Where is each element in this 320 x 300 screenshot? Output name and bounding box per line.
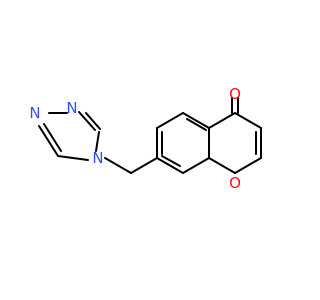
- carbonyl-oxygen-label: O: [229, 85, 241, 103]
- triazole-n4-label: N: [92, 149, 103, 167]
- bond: [161, 155, 181, 167]
- bond: [234, 157, 262, 174]
- bond: [104, 157, 132, 174]
- molecule-structure: O O N N N: [29, 85, 262, 192]
- triazole-n2-atom: N: [29, 104, 40, 122]
- bond: [78, 111, 96, 131]
- triazole-n2-label: N: [29, 104, 40, 122]
- bond: [186, 118, 207, 131]
- triazole-n1-atom: N: [66, 99, 77, 117]
- bond: [38, 125, 59, 157]
- bond: [208, 112, 236, 129]
- bond: [85, 112, 101, 130]
- carbonyl-oxygen-atom: O: [229, 85, 241, 103]
- bond: [156, 157, 184, 174]
- bonds: [38, 97, 262, 174]
- bond: [182, 157, 210, 174]
- bond: [208, 157, 236, 174]
- ring-oxygen-atom: O: [229, 174, 241, 192]
- triazole-n1-label: N: [66, 99, 77, 117]
- atom-labels: O O N N N: [29, 85, 241, 192]
- bond: [57, 155, 89, 161]
- bond: [130, 157, 158, 174]
- bond: [182, 112, 210, 129]
- bond: [43, 123, 62, 152]
- triazole-n4-atom: N: [92, 149, 103, 167]
- bond: [234, 112, 262, 129]
- bond: [156, 112, 184, 129]
- bond: [95, 131, 100, 152]
- ring-oxygen-label: O: [229, 174, 241, 192]
